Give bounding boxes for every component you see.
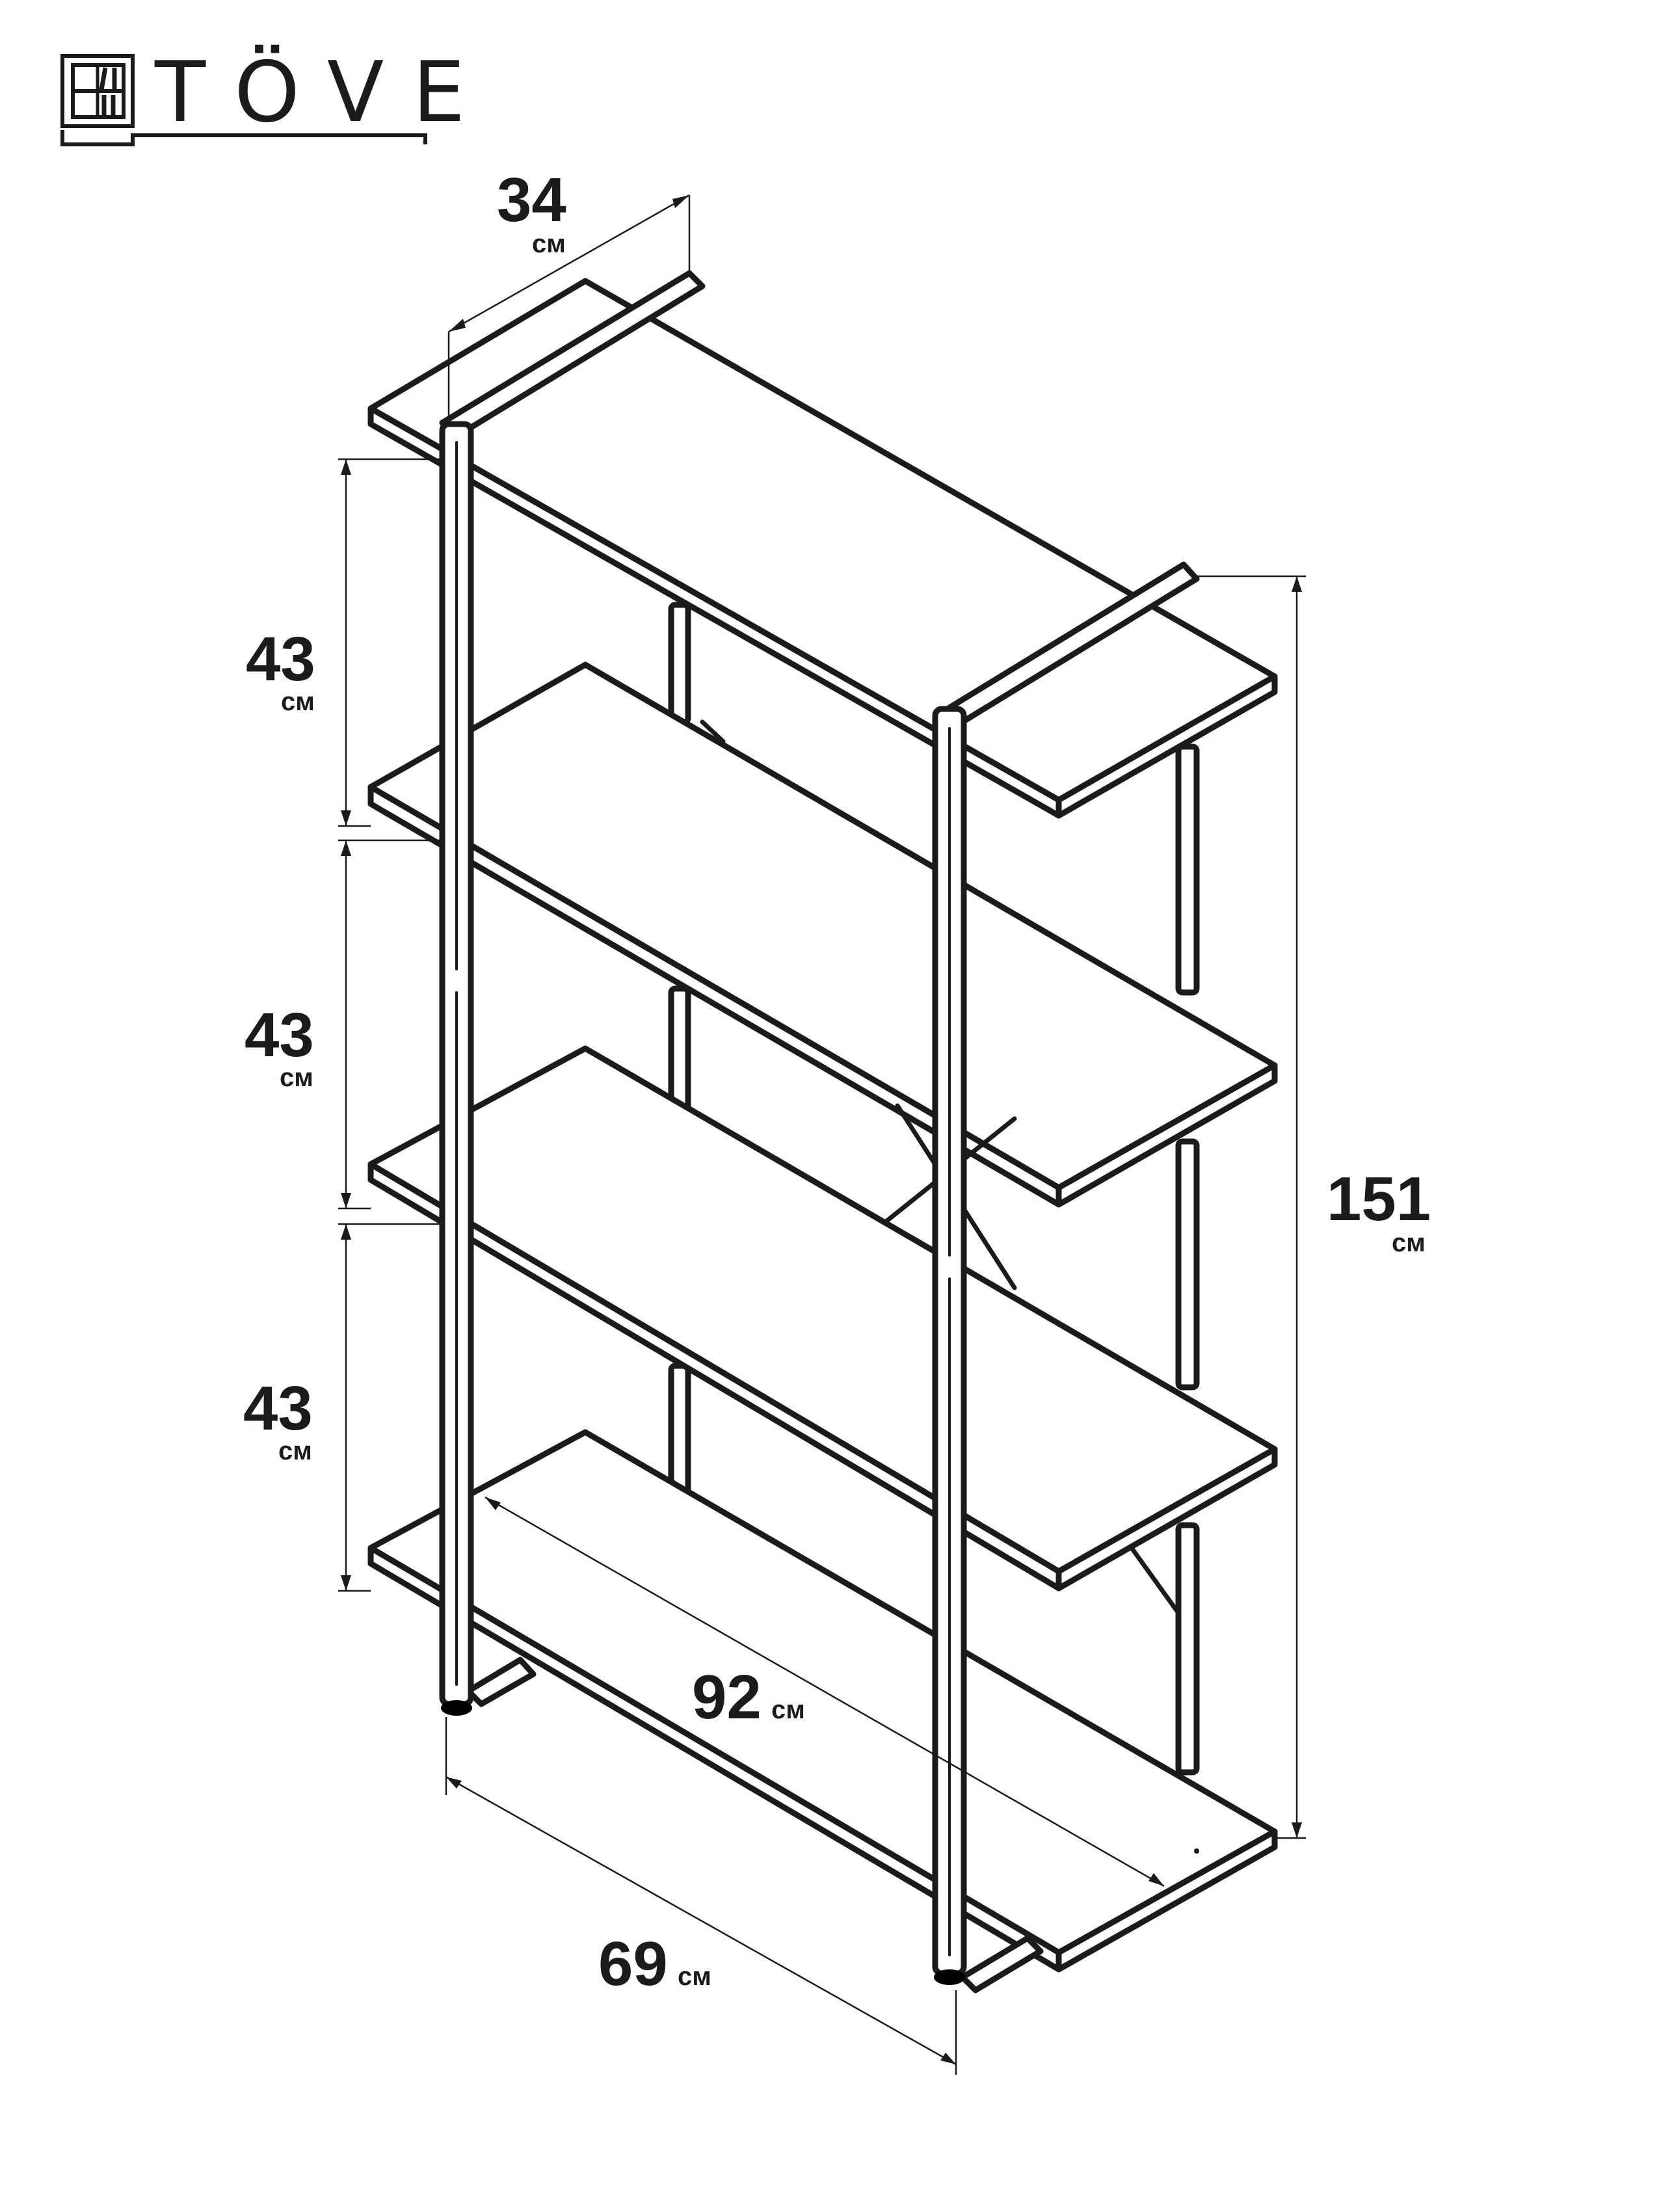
front-right-upright — [932, 706, 967, 1985]
svg-text:см: см — [771, 1696, 805, 1724]
shelf-second — [367, 661, 1278, 1208]
width-dimension-line — [445, 1717, 957, 2075]
front-left-upright — [439, 421, 474, 1716]
brand-logo: TÖVE — [60, 44, 494, 146]
svg-text:см: см — [532, 230, 566, 258]
svg-text:43: 43 — [243, 1374, 313, 1443]
back-right-upright — [1175, 743, 1200, 1776]
height-dimension-line — [1197, 575, 1306, 1839]
shelf-gap-label-1: 43 см — [246, 624, 315, 716]
shelf-frame — [367, 270, 1278, 1993]
svg-text:см: см — [280, 1063, 313, 1092]
depth-dimension-line — [447, 194, 691, 416]
width-label: 69 см — [598, 1929, 711, 1999]
svg-text:см: см — [278, 1437, 312, 1465]
dimension-labels: 34 см 43 см 43 см 43 см 151 см 92 см 69 … — [243, 165, 1431, 1999]
shelf-gap-label-3: 43 см — [243, 1374, 313, 1465]
svg-text:см: см — [678, 1962, 711, 1991]
depth-label: 34 см — [497, 165, 566, 258]
shelf-length-label: 92 см — [692, 1662, 805, 1732]
svg-text:34: 34 — [497, 165, 566, 235]
svg-text:92: 92 — [692, 1662, 762, 1732]
dimension-lines — [338, 194, 1306, 2075]
svg-text:151: 151 — [1327, 1164, 1431, 1234]
length-dimension-line — [484, 1496, 1199, 1887]
shelf-gap-dimension-lines — [338, 458, 442, 1592]
shelf-gap-label-2: 43 см — [245, 1000, 314, 1092]
bottom-rail — [465, 1657, 1044, 1993]
svg-text:43: 43 — [245, 1000, 314, 1070]
svg-text:см: см — [1392, 1229, 1426, 1257]
brand-name: TÖVE — [154, 44, 494, 141]
svg-text:см: см — [281, 687, 315, 716]
total-height-label: 151 см — [1327, 1164, 1431, 1257]
svg-text:69: 69 — [598, 1929, 668, 1999]
shelf-bottom — [367, 1429, 1278, 1973]
shelf-third — [367, 1045, 1278, 1592]
bookshelf-logo-icon — [60, 54, 427, 146]
svg-text:43: 43 — [246, 624, 315, 694]
